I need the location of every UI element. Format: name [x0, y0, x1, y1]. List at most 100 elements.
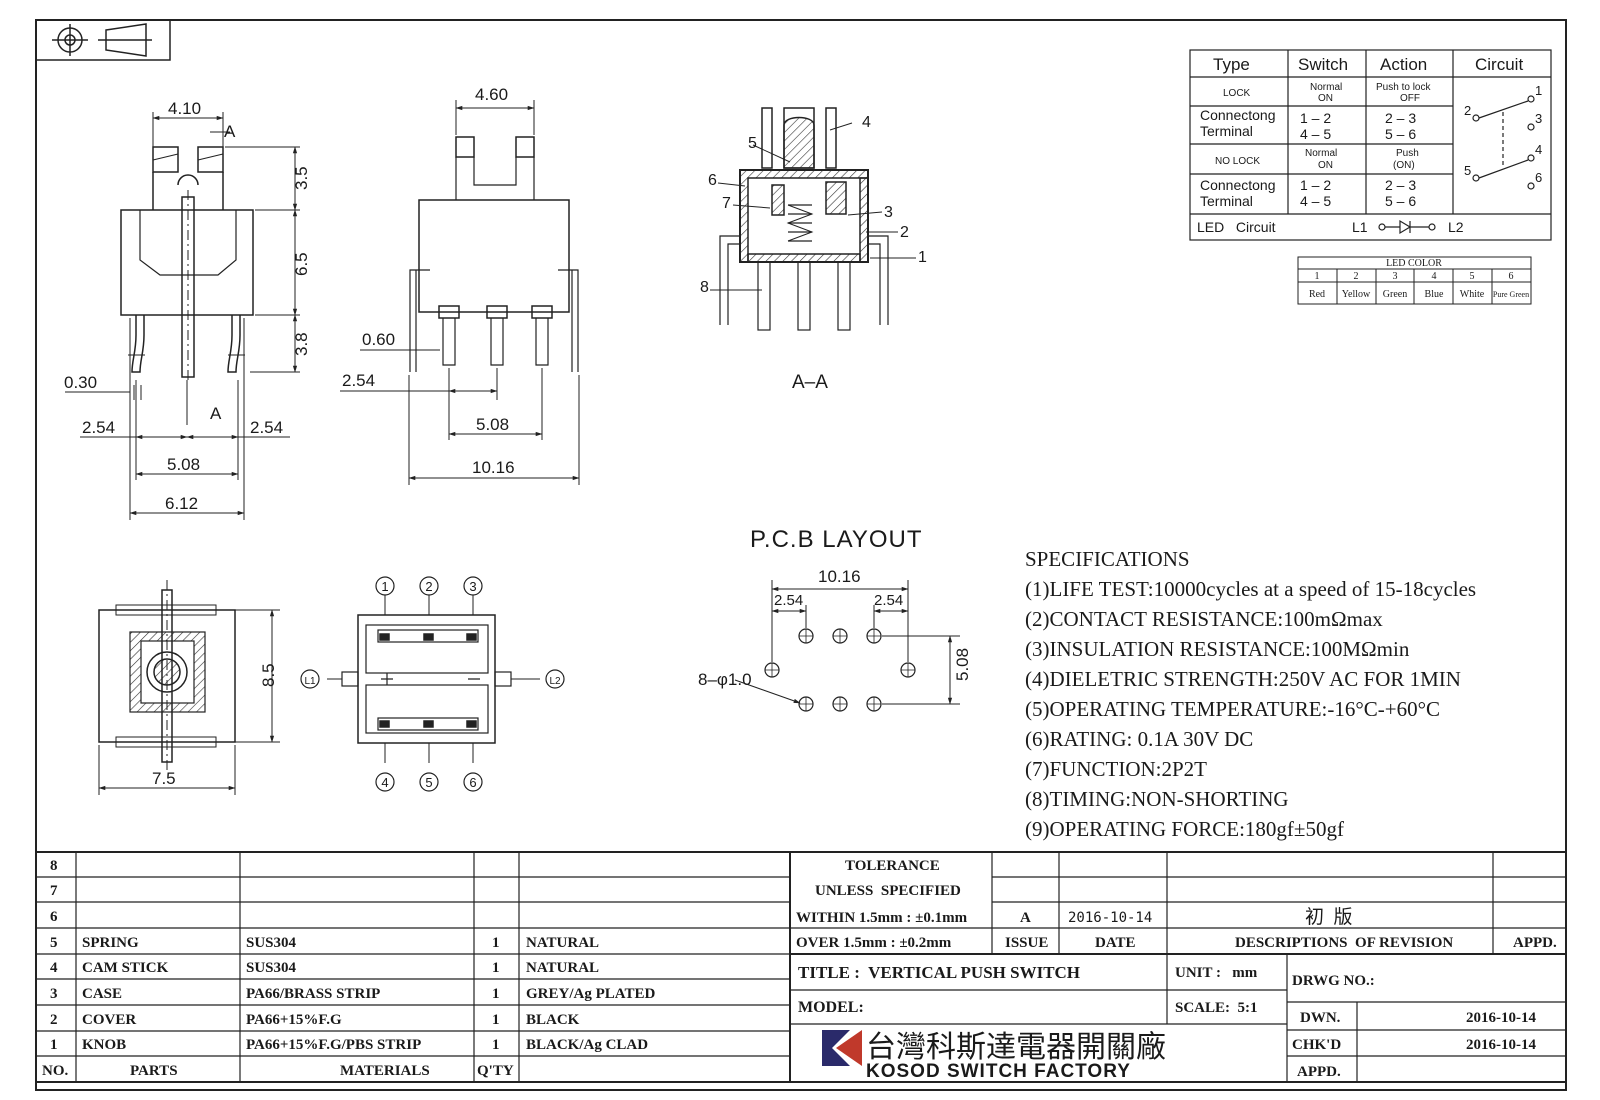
section-view [719, 107, 889, 331]
ct-circ-1: 1 [1535, 83, 1542, 98]
led-num-4: 4 [1432, 271, 1437, 282]
callout-6: 6 [708, 172, 717, 189]
tol-1: TOLERANCE [845, 858, 940, 874]
ct-led-l2: L2 [1448, 219, 1464, 235]
model: MODEL: [798, 999, 864, 1016]
terminal-1: 1 [381, 579, 388, 594]
ct-conn1-sw1: 1 – 2 [1300, 110, 1331, 126]
terminal-2: 2 [425, 579, 432, 594]
spec-item-8: (8)TIMING:NON-SHORTING [1025, 787, 1289, 811]
pcb-dimensions [734, 580, 960, 705]
led-name-2: Yellow [1342, 289, 1371, 300]
dim-bottom-75: 7.5 [152, 769, 176, 788]
section-title: A–A [792, 372, 828, 393]
bom-h-qty: Q'TY [477, 1063, 514, 1079]
section-labels: A–A 1 2 3 4 5 6 7 8 [700, 114, 927, 393]
title-block-text: TOLERANCE UNLESS SPECIFIED WITHIN 1.5mm … [796, 858, 1557, 1082]
title-block-grid [36, 851, 1566, 1083]
bom-row-7: 7 [50, 883, 58, 899]
ct-circ-4: 4 [1535, 142, 1542, 157]
h-date: DATE [1095, 935, 1136, 951]
callout-5: 5 [748, 135, 757, 152]
bom-finish: BLACK [526, 1012, 580, 1028]
ct-conn2-b: Terminal [1200, 193, 1253, 209]
ct-conn2-a: Connectong [1200, 177, 1276, 193]
scale: SCALE: 5:1 [1175, 1000, 1258, 1016]
bom-finish: BLACK/Ag CLAD [526, 1037, 648, 1053]
spec-item-2: (2)CONTACT RESISTANCE:100mΩmax [1025, 607, 1383, 631]
section-mark-top: A [224, 122, 236, 141]
ct-lock: LOCK [1223, 88, 1251, 99]
bom-material: SUS304 [246, 935, 297, 951]
spec-item-3: (3)INSULATION RESISTANCE:100MΩmin [1025, 637, 1410, 661]
dim-pin-width: 0.30 [64, 373, 97, 392]
pcb-width: 10.16 [818, 567, 861, 586]
bom-finish: GREY/Ag PLATED [526, 986, 655, 1002]
bom-part: CAM STICK [82, 960, 169, 976]
bom-qty: 1 [492, 935, 500, 951]
dim-side-508: 5.08 [476, 415, 509, 434]
terminal-4: 4 [381, 775, 388, 790]
pcb-pitch-right: 2.54 [874, 592, 903, 609]
terminal-l1: L1 [304, 676, 316, 687]
circuit-table [1189, 49, 1552, 241]
dim-bottom-85: 8.5 [259, 663, 278, 687]
pcb-labels: P.C.B LAYOUT 10.16 2.54 2.54 5.08 8–φ1.0 [698, 526, 972, 689]
tol-4: OVER 1.5mm : ±0.2mm [796, 935, 952, 951]
ct-h-action: Action [1380, 55, 1427, 74]
ct-lock-sw1: Normal [1310, 82, 1342, 93]
circuit-table-text: Type Switch Action Circuit LOCK Normal O… [1197, 55, 1542, 235]
led-name-1: Red [1309, 289, 1325, 300]
spec-item-6: (6)RATING: 0.1A 30V DC [1025, 727, 1253, 751]
ct-led-l1: L1 [1352, 219, 1368, 235]
bom-no: 2 [50, 1012, 58, 1028]
front-dimensions [65, 112, 300, 520]
ct-lock-sw2: ON [1318, 93, 1333, 104]
terminal-l2: L2 [549, 676, 561, 687]
chkd: CHK'D [1292, 1037, 1341, 1053]
dim-pitch-left: 2.54 [82, 418, 115, 437]
spec-item-1: (1)LIFE TEST:10000cycles at a speed of 1… [1025, 577, 1476, 601]
callout-3: 3 [884, 204, 893, 221]
spec-item-7: (7)FUNCTION:2P2T [1025, 757, 1207, 781]
led-color-text: LED COLOR 1 2 3 4 5 6 Red Yellow Green B… [1309, 258, 1529, 300]
dwn-date: 2016-10-14 [1466, 1010, 1536, 1026]
led-num-2: 2 [1354, 271, 1359, 282]
dim-front-508: 5.08 [167, 455, 200, 474]
company-name-cn: 台灣科斯達電器開關廠 [866, 1031, 1166, 1064]
bom-no: 1 [50, 1037, 58, 1053]
bom-no: 4 [50, 960, 58, 976]
ct-conn2-ac1: 2 – 3 [1385, 177, 1416, 193]
led-num-1: 1 [1315, 271, 1320, 282]
ct-conn1-a: Connectong [1200, 107, 1276, 123]
dim-side-060: 0.60 [362, 330, 395, 349]
ct-conn2-sw2: 4 – 5 [1300, 193, 1331, 209]
led-num-3: 3 [1393, 271, 1398, 282]
ct-conn1-sw2: 4 – 5 [1300, 126, 1331, 142]
unit: UNIT : mm [1175, 965, 1258, 981]
company-logo-mark [822, 1030, 862, 1066]
bom-no: 3 [50, 986, 58, 1002]
bom-h-part: PARTS [130, 1063, 178, 1079]
ct-nolock-sw2: ON [1318, 160, 1333, 171]
ct-circ-2: 2 [1464, 103, 1471, 118]
h-desc: DESCRIPTIONS OF REVISION [1235, 935, 1453, 951]
rev-date: 2016-10-14 [1068, 910, 1152, 926]
dim-side-1016: 10.16 [472, 458, 515, 477]
ct-h-type: Type [1213, 55, 1250, 74]
bom-row-6: 6 [50, 909, 58, 925]
tol-3: WITHIN 1.5mm : ±0.1mm [796, 910, 968, 926]
pcb-hole-note: 8–φ1.0 [698, 670, 752, 689]
bom-part: CASE [82, 986, 122, 1002]
dim-front-h2: 6.5 [292, 252, 311, 276]
led-title: LED COLOR [1386, 258, 1442, 269]
bom-part: KNOB [82, 1037, 126, 1053]
side-dimensions [340, 100, 580, 485]
ct-nolock-ac1: Push [1396, 148, 1419, 159]
ct-conn1-ac2: 5 – 6 [1385, 126, 1416, 142]
ct-h-switch: Switch [1298, 55, 1348, 74]
ct-conn2-ac2: 5 – 6 [1385, 193, 1416, 209]
bottom-dimensions [98, 609, 280, 795]
rev-desc: 初 版 [1305, 906, 1353, 928]
